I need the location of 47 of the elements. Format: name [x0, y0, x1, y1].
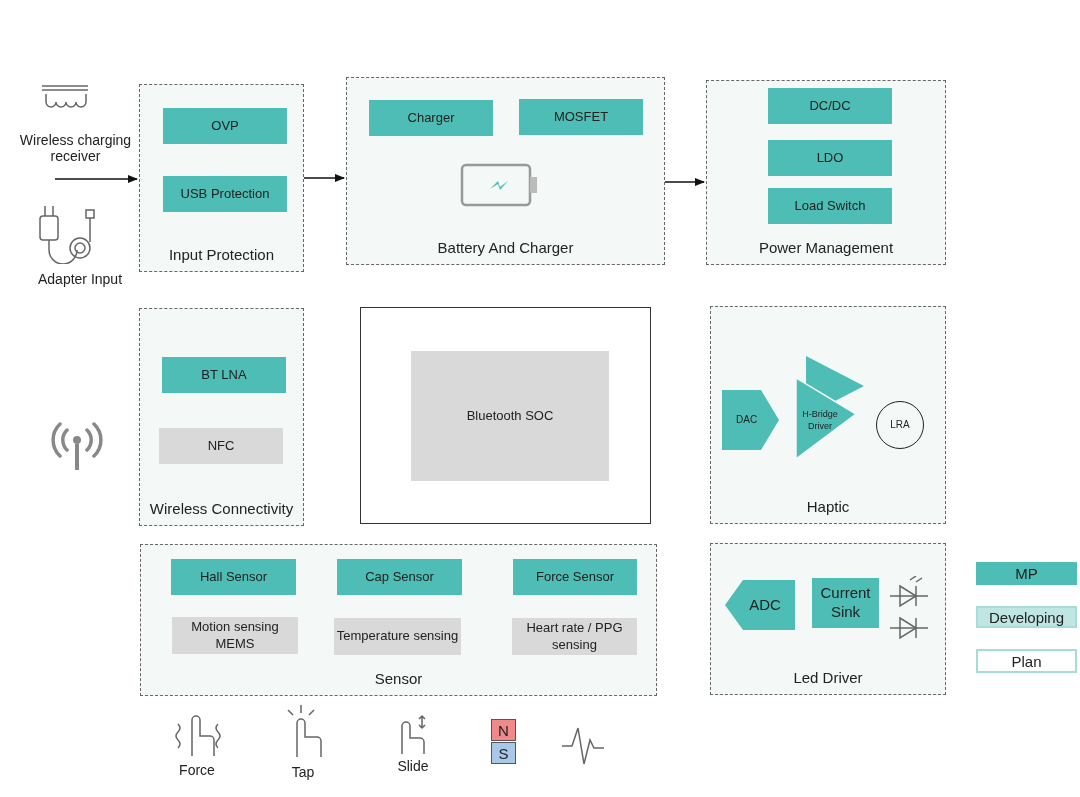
function-block: DC/DC — [768, 88, 892, 124]
arrow — [664, 178, 705, 186]
group-panel — [710, 306, 946, 524]
function-block: Load Switch — [768, 188, 892, 224]
group-title: Battery And Charger — [436, 239, 575, 256]
group-panel — [140, 544, 657, 696]
group-title: Power Management — [757, 239, 895, 256]
function-block: LDO — [768, 140, 892, 176]
legend-label: Plan — [1010, 651, 1043, 671]
group-title: Haptic — [805, 498, 851, 515]
legend-label: MP — [1014, 564, 1039, 583]
group-panel — [139, 84, 304, 272]
group-title: Sensor — [373, 670, 424, 687]
magnet-pole: S — [491, 742, 516, 764]
group-title: Led Driver — [792, 669, 864, 686]
function-block: NFC — [159, 428, 283, 464]
function-block: Heart rate / PPG sensing — [512, 618, 637, 655]
chip-outline — [360, 307, 651, 524]
caption-text: Slide — [396, 758, 430, 774]
converter-block: DAC — [722, 390, 779, 450]
function-block: Temperature sensing — [334, 618, 461, 655]
caption-text: Tap — [290, 764, 316, 780]
group-title: Wireless Connectivity — [148, 500, 295, 517]
function-block: Cap Sensor — [337, 559, 462, 595]
function-block: Motion sensing MEMS — [172, 617, 298, 654]
group-panel — [706, 80, 946, 265]
function-block: USB Protection — [163, 176, 287, 212]
group-title: Input Protection — [167, 246, 276, 263]
group-panel — [710, 543, 946, 695]
converter-block: ADC — [725, 580, 795, 630]
function-block: Charger — [369, 100, 493, 136]
function-block: BT LNA — [162, 357, 286, 393]
group-panel — [346, 77, 665, 265]
legend-label: Developing — [987, 608, 1066, 626]
group-panel — [139, 308, 304, 526]
function-block: Bluetooth SOC — [411, 351, 609, 481]
function-block: Hall Sensor — [171, 559, 296, 595]
arrow — [54, 175, 138, 183]
function-block: Force Sensor — [513, 559, 637, 595]
caption-text: Adapter Input — [36, 271, 124, 287]
caption-text: Force — [178, 762, 216, 778]
function-block: OVP — [163, 108, 287, 144]
function-block: Current Sink — [812, 578, 879, 628]
function-block: MOSFET — [519, 99, 643, 135]
caption-text: Wireless charging receiver — [18, 132, 133, 164]
magnet-pole: N — [491, 719, 516, 741]
arrow — [303, 174, 345, 182]
